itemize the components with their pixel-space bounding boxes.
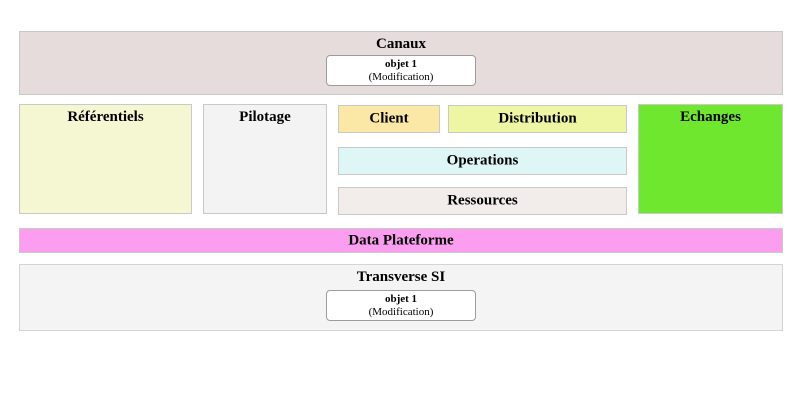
zone-transverse-si[interactable]: Transverse SI objet 1 (Modification) [19, 264, 783, 331]
zone-distribution-label: Distribution [498, 110, 577, 127]
zone-data-plateforme[interactable]: Data Plateforme [19, 228, 783, 253]
objet-node-canaux[interactable]: objet 1 (Modification) [326, 55, 476, 86]
zone-canaux-label: Canaux [375, 36, 427, 52]
zone-ressources-label: Ressources [447, 192, 518, 209]
objet-node-transverse[interactable]: objet 1 (Modification) [326, 290, 476, 321]
zone-distribution[interactable]: Distribution [448, 105, 627, 133]
zone-operations-label: Operations [446, 152, 519, 169]
zone-echanges[interactable]: Echanges [638, 104, 783, 214]
objet-node-canaux-title: objet 1 [384, 57, 418, 70]
zone-client-label: Client [369, 110, 409, 127]
zone-referentiels[interactable]: Référentiels [19, 104, 192, 214]
zone-pilotage[interactable]: Pilotage [203, 104, 327, 214]
objet-node-canaux-subtitle: (Modification) [368, 70, 434, 83]
zone-canaux[interactable]: Canaux objet 1 (Modification) [19, 31, 783, 95]
objet-node-transverse-title: objet 1 [384, 292, 418, 305]
objet-node-transverse-subtitle: (Modification) [368, 305, 434, 318]
zone-operations[interactable]: Operations [338, 147, 627, 175]
zone-transverse-si-label: Transverse SI [356, 269, 446, 285]
zone-data-plateforme-label: Data Plateforme [348, 232, 454, 248]
zone-echanges-label: Echanges [680, 109, 741, 125]
zone-client[interactable]: Client [338, 105, 440, 133]
zone-ressources[interactable]: Ressources [338, 187, 627, 215]
zone-referentiels-label: Référentiels [67, 109, 144, 125]
zone-pilotage-label: Pilotage [239, 109, 291, 125]
